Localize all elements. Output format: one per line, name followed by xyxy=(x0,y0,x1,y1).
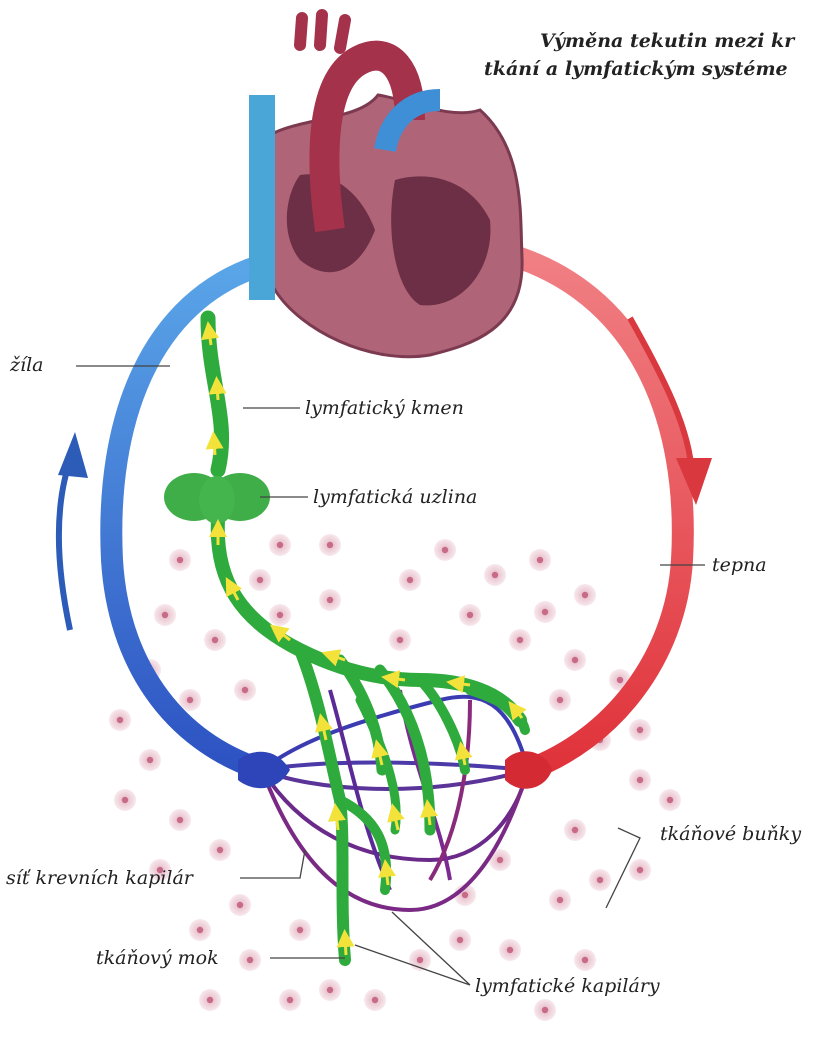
title-line-1: Výměna tekutin mezi kr xyxy=(540,30,796,52)
tissue-cell-nucleus xyxy=(257,577,263,583)
tissue-cell-nucleus xyxy=(572,657,578,663)
artery xyxy=(520,258,683,770)
tissue-cell-nucleus xyxy=(417,957,423,963)
tissue-cell-nucleus xyxy=(217,847,223,853)
tissue-cell-nucleus xyxy=(237,902,243,908)
tissue-cell-nucleus xyxy=(407,577,413,583)
tissue-cell-nucleus xyxy=(457,937,463,943)
tissue-cell-nucleus xyxy=(637,777,643,783)
tissue-cell-nucleus xyxy=(187,697,193,703)
up-arrow-icon xyxy=(59,455,72,630)
lymph-node-label: lymfatická uzlina xyxy=(313,486,477,508)
tissue-cell-nucleus xyxy=(462,892,468,898)
tissue-cell-nucleus xyxy=(207,997,213,1003)
tissue-cell-nucleus xyxy=(667,797,673,803)
tissue-cell-nucleus xyxy=(177,557,183,563)
tissue-cell-nucleus xyxy=(542,609,548,615)
tissue-cell-nucleus xyxy=(247,957,253,963)
tissue-cell-nucleus xyxy=(122,797,128,803)
tissue-cell-nucleus xyxy=(327,987,333,993)
lymph-flow-arrows xyxy=(209,330,522,955)
tissue-cell-nucleus xyxy=(517,637,523,643)
capillary-network-label: síť krevních kapilár xyxy=(6,867,195,889)
tissue-cell-nucleus xyxy=(497,857,503,863)
tissue-cell-nucleus xyxy=(287,997,293,1003)
vein-label: žíla xyxy=(9,354,44,376)
tissue-cell-nucleus xyxy=(327,542,333,548)
tissue-cell-nucleus xyxy=(507,947,513,953)
tissue-cell-nucleus xyxy=(582,592,588,598)
tissue-cell-nucleus xyxy=(617,677,623,683)
lymph-capillaries-label: lymfatické kapiláry xyxy=(475,975,660,997)
tissue-cell-nucleus xyxy=(177,817,183,823)
tissue-cell-nucleus xyxy=(467,612,473,618)
tissue-cell-nucleus xyxy=(277,612,283,618)
tissue-cells-label: tkáňové buňky xyxy=(660,823,801,845)
tissue-cell-nucleus xyxy=(397,637,403,643)
tissue-cell-nucleus xyxy=(557,897,563,903)
tissue-cell-nucleus xyxy=(327,597,333,603)
tissue-cell-nucleus xyxy=(147,757,153,763)
tissue-cell-nucleus xyxy=(582,957,588,963)
tissue-cell-nucleus xyxy=(537,557,543,563)
lymph-node xyxy=(164,473,270,524)
tissue-cell-nucleus xyxy=(117,717,123,723)
title-line-2: tkání a lymfatickým systéme xyxy=(484,58,788,80)
tissue-cell-nucleus xyxy=(242,687,248,693)
tissue-cell-nucleus xyxy=(277,542,283,548)
tissue-cell-nucleus xyxy=(297,927,303,933)
tissue-cell-nucleus xyxy=(572,827,578,833)
tissue-cell-nucleus xyxy=(197,927,203,933)
lymph-trunk-label: lymfatický kmen xyxy=(305,397,464,419)
tissue-cell-nucleus xyxy=(372,997,378,1003)
up-arrowhead-icon xyxy=(58,432,88,478)
tissue-cell-nucleus xyxy=(557,697,563,703)
artery-label: tepna xyxy=(712,554,767,576)
tissue-cell-nucleus xyxy=(637,867,643,873)
heart xyxy=(252,15,522,357)
tissue-cell-nucleus xyxy=(542,1007,548,1013)
tissue-cell-nucleus xyxy=(212,637,218,643)
tissue-cell-nucleus xyxy=(442,547,448,553)
tissue-cell-nucleus xyxy=(492,572,498,578)
tissue-fluid-label: tkáňový mok xyxy=(96,947,219,969)
tissue-cell-nucleus xyxy=(162,612,168,618)
tissue-cell-nucleus xyxy=(597,877,603,883)
tissue-cell-nucleus xyxy=(637,727,643,733)
